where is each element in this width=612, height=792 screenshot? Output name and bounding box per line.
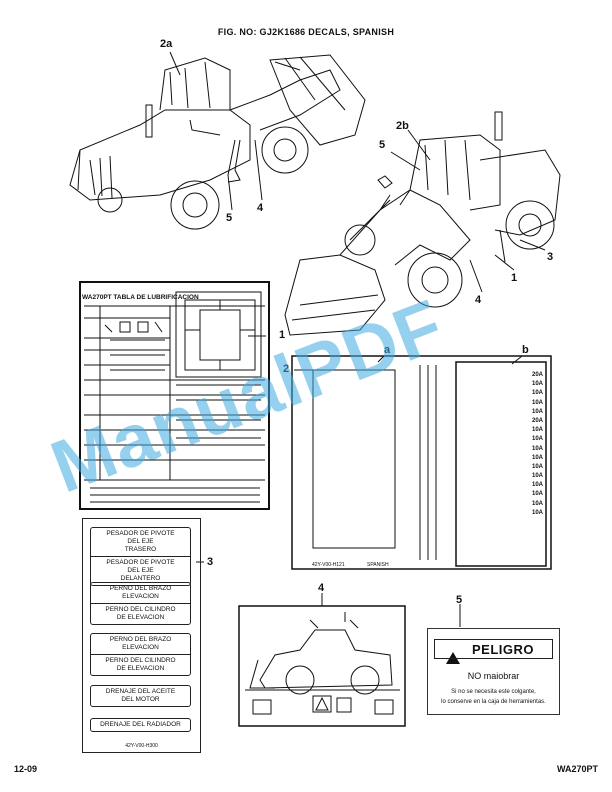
decal-2-fuse-chart	[291, 355, 552, 570]
callout-2a: 2a	[160, 38, 173, 50]
fuse-chart-code: 42Y-V00-H121	[312, 562, 345, 568]
callout-1-right: 1	[511, 272, 518, 284]
fuse-value: 10A	[531, 445, 543, 452]
danger-line-1: Si no se necesita este colgante,	[451, 689, 536, 695]
fuse-value: 10A	[531, 399, 543, 406]
fuse-value: 10A	[531, 491, 543, 498]
loader-front-view	[284, 111, 561, 336]
fuse-value: 20A	[531, 417, 543, 424]
callout-5-left: 5	[226, 212, 233, 224]
fuse-value: 10A	[531, 500, 543, 507]
callout-b: b	[522, 344, 529, 356]
fuse-value: 10A	[531, 408, 543, 415]
figure-title: FIG. NO: GJ2K1686 DECALS, SPANISH	[217, 27, 395, 37]
decal-5-danger-sign: PELIGRO NO maiobrar Si no se necesita es…	[427, 628, 560, 715]
signal-word: PELIGRO	[471, 641, 534, 657]
loader-rear-view	[69, 54, 366, 230]
callout-2: 2	[283, 363, 290, 375]
fuse-value: 10A	[531, 390, 543, 397]
fuse-chart-language: SPANISH	[367, 562, 389, 568]
callout-1: 1	[279, 329, 286, 341]
callout-4: 4	[318, 582, 325, 594]
fuse-value: 10A	[531, 463, 543, 470]
fuse-value: 10A	[531, 436, 543, 443]
fuse-value: 10A	[531, 427, 543, 434]
decal-1-lubrication-chart	[79, 281, 270, 510]
danger-instruction: NO maiobrar	[467, 671, 520, 681]
callout-3-right: 3	[547, 251, 554, 263]
fuse-value: 10A	[531, 509, 543, 516]
callout-a: a	[384, 344, 391, 356]
callout-5-right: 5	[379, 139, 386, 151]
page-number: 12-09	[14, 764, 38, 774]
callout-3: 3	[207, 556, 214, 568]
plates-code: 42Y-V00-H300	[125, 743, 158, 749]
fuse-value: 20A	[531, 372, 543, 378]
plate-radiator-drain: DRENAJE DEL RADIADOR	[90, 718, 191, 732]
callout-4-left: 4	[257, 202, 264, 214]
callout-4-right: 4	[475, 294, 482, 306]
danger-line-2: lo conserve en la caja de herramientas.	[441, 699, 546, 705]
fuse-value-list-b: 20A 10A 10A 10A 10A 20A 10A 10A 10A 10A 10A 10A 10A 1…	[505, 372, 543, 516]
fuse-value: 10A	[531, 454, 543, 461]
decal-4-loader-pictogram	[238, 605, 406, 727]
callout-2b: 2b	[396, 120, 409, 132]
fuse-value: 10A	[531, 381, 543, 388]
fuse-value: 10A	[531, 473, 543, 480]
fuse-value: 10A	[531, 482, 543, 489]
danger-header: PELIGRO	[434, 639, 553, 659]
lubrication-chart-title: WA270PT TABLA DE LUBRIFICACION	[82, 294, 199, 301]
callout-5: 5	[456, 594, 463, 606]
model-code: WA270PT	[556, 764, 598, 774]
